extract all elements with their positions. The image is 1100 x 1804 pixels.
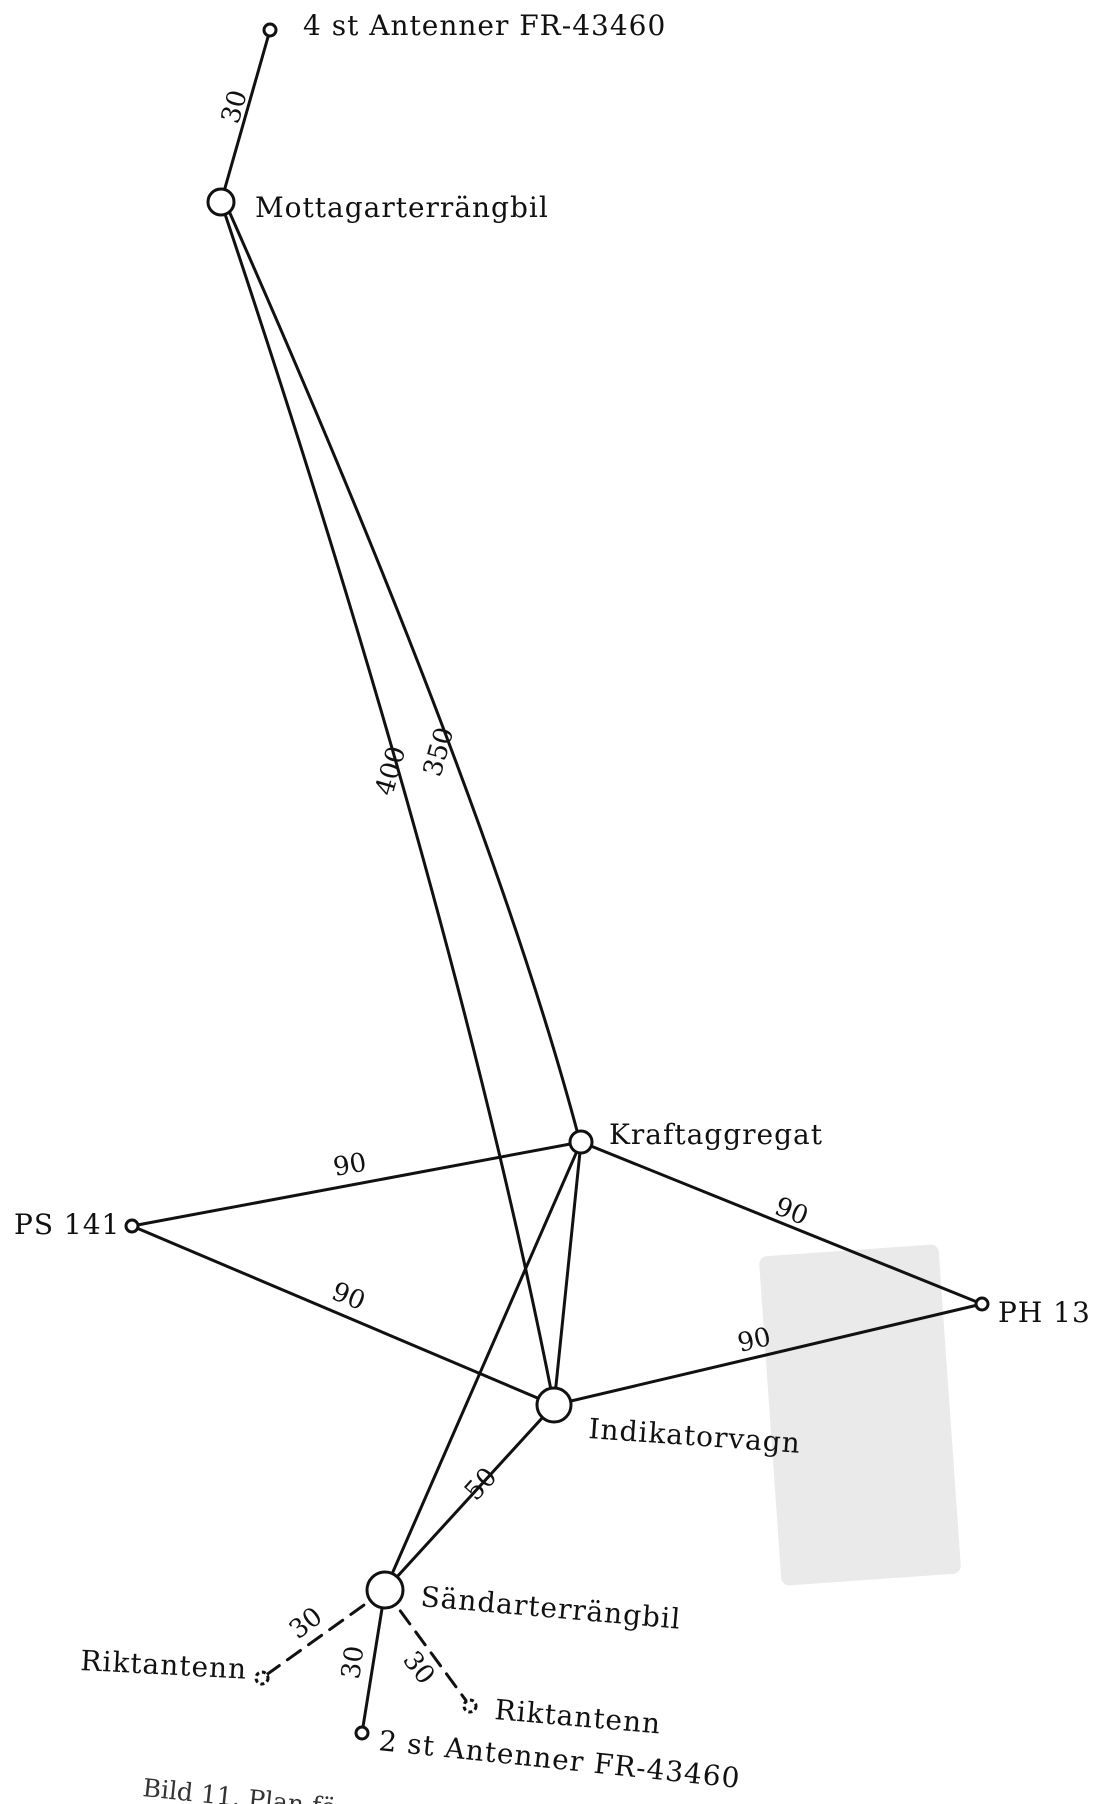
- label-ps141: PS 141: [14, 1208, 120, 1241]
- edge-kraft-sandar: [383, 1140, 583, 1592]
- node-ph13: [974, 1296, 990, 1312]
- edge-sandar-rikt-right: [383, 1588, 472, 1708]
- label-mottagar: Mottagarterrängbil: [255, 191, 549, 224]
- edge-label-mottagar-kraft: 350: [418, 724, 461, 780]
- node-antenner-bottom: [354, 1725, 370, 1741]
- edge-kraft-ph13: [579, 1140, 984, 1306]
- edge-label-ps141-kraft: 90: [331, 1148, 369, 1183]
- nodes: [124, 22, 990, 1741]
- node-sandar: [365, 1570, 405, 1610]
- edge-kraft-indikator: [552, 1140, 583, 1407]
- label-ph13: PH 13: [998, 1296, 1091, 1329]
- node-mottagar: [206, 187, 236, 217]
- edge-label-sandar-rikt-right: 30: [396, 1646, 440, 1691]
- edge-label-indikator-ph13: 90: [735, 1322, 774, 1359]
- edge-label-mottagar-indikator: 400: [370, 743, 413, 799]
- edge-label-sandar-rikt-left: 30: [284, 1602, 329, 1646]
- edge-antenner-top-mottagar: [219, 28, 272, 204]
- edge-indikator-ph13: [552, 1302, 984, 1407]
- edge-indikator-sandar: [383, 1403, 556, 1592]
- edge-ps141-indikator: [130, 1224, 556, 1407]
- edges: [130, 28, 984, 1735]
- edge-label-sandar-antenner-bottom: 30: [336, 1644, 370, 1681]
- edge-label-antenner-top-mottagar: 30: [216, 87, 254, 127]
- node-indikator: [535, 1386, 573, 1424]
- edge-ps141-kraft: [130, 1140, 583, 1228]
- edge-mottagar-kraft: [223, 200, 582, 1144]
- label-antenner-bottom: 2 st Antenner FR-43460: [377, 1724, 742, 1795]
- label-sandar: Sändarterrängbil: [419, 1580, 682, 1636]
- edge-sandar-antenner-bottom: [360, 1588, 387, 1735]
- label-rikt-right: Riktantenn: [493, 1693, 662, 1740]
- label-rikt-left: Riktantenn: [80, 1644, 248, 1686]
- label-antenner-top: 4 st Antenner FR-43460: [303, 9, 666, 42]
- node-kraft: [568, 1129, 594, 1155]
- node-rikt-left: [254, 1670, 270, 1686]
- edge-mottagar-indikator: [219, 200, 556, 1407]
- label-indikator: Indikatorvagn: [588, 1412, 802, 1460]
- edge-label-kraft-ph13: 90: [770, 1192, 812, 1232]
- scan-smudge: [759, 1244, 961, 1586]
- node-rikt-right: [462, 1698, 478, 1714]
- node-antenner-top: [262, 22, 278, 38]
- figure-caption: Bild 11. Plan fö: [141, 1773, 337, 1804]
- label-kraft: Kraftaggregat: [609, 1118, 823, 1151]
- edge-sandar-rikt-left: [260, 1588, 387, 1680]
- node-ps141: [124, 1218, 140, 1234]
